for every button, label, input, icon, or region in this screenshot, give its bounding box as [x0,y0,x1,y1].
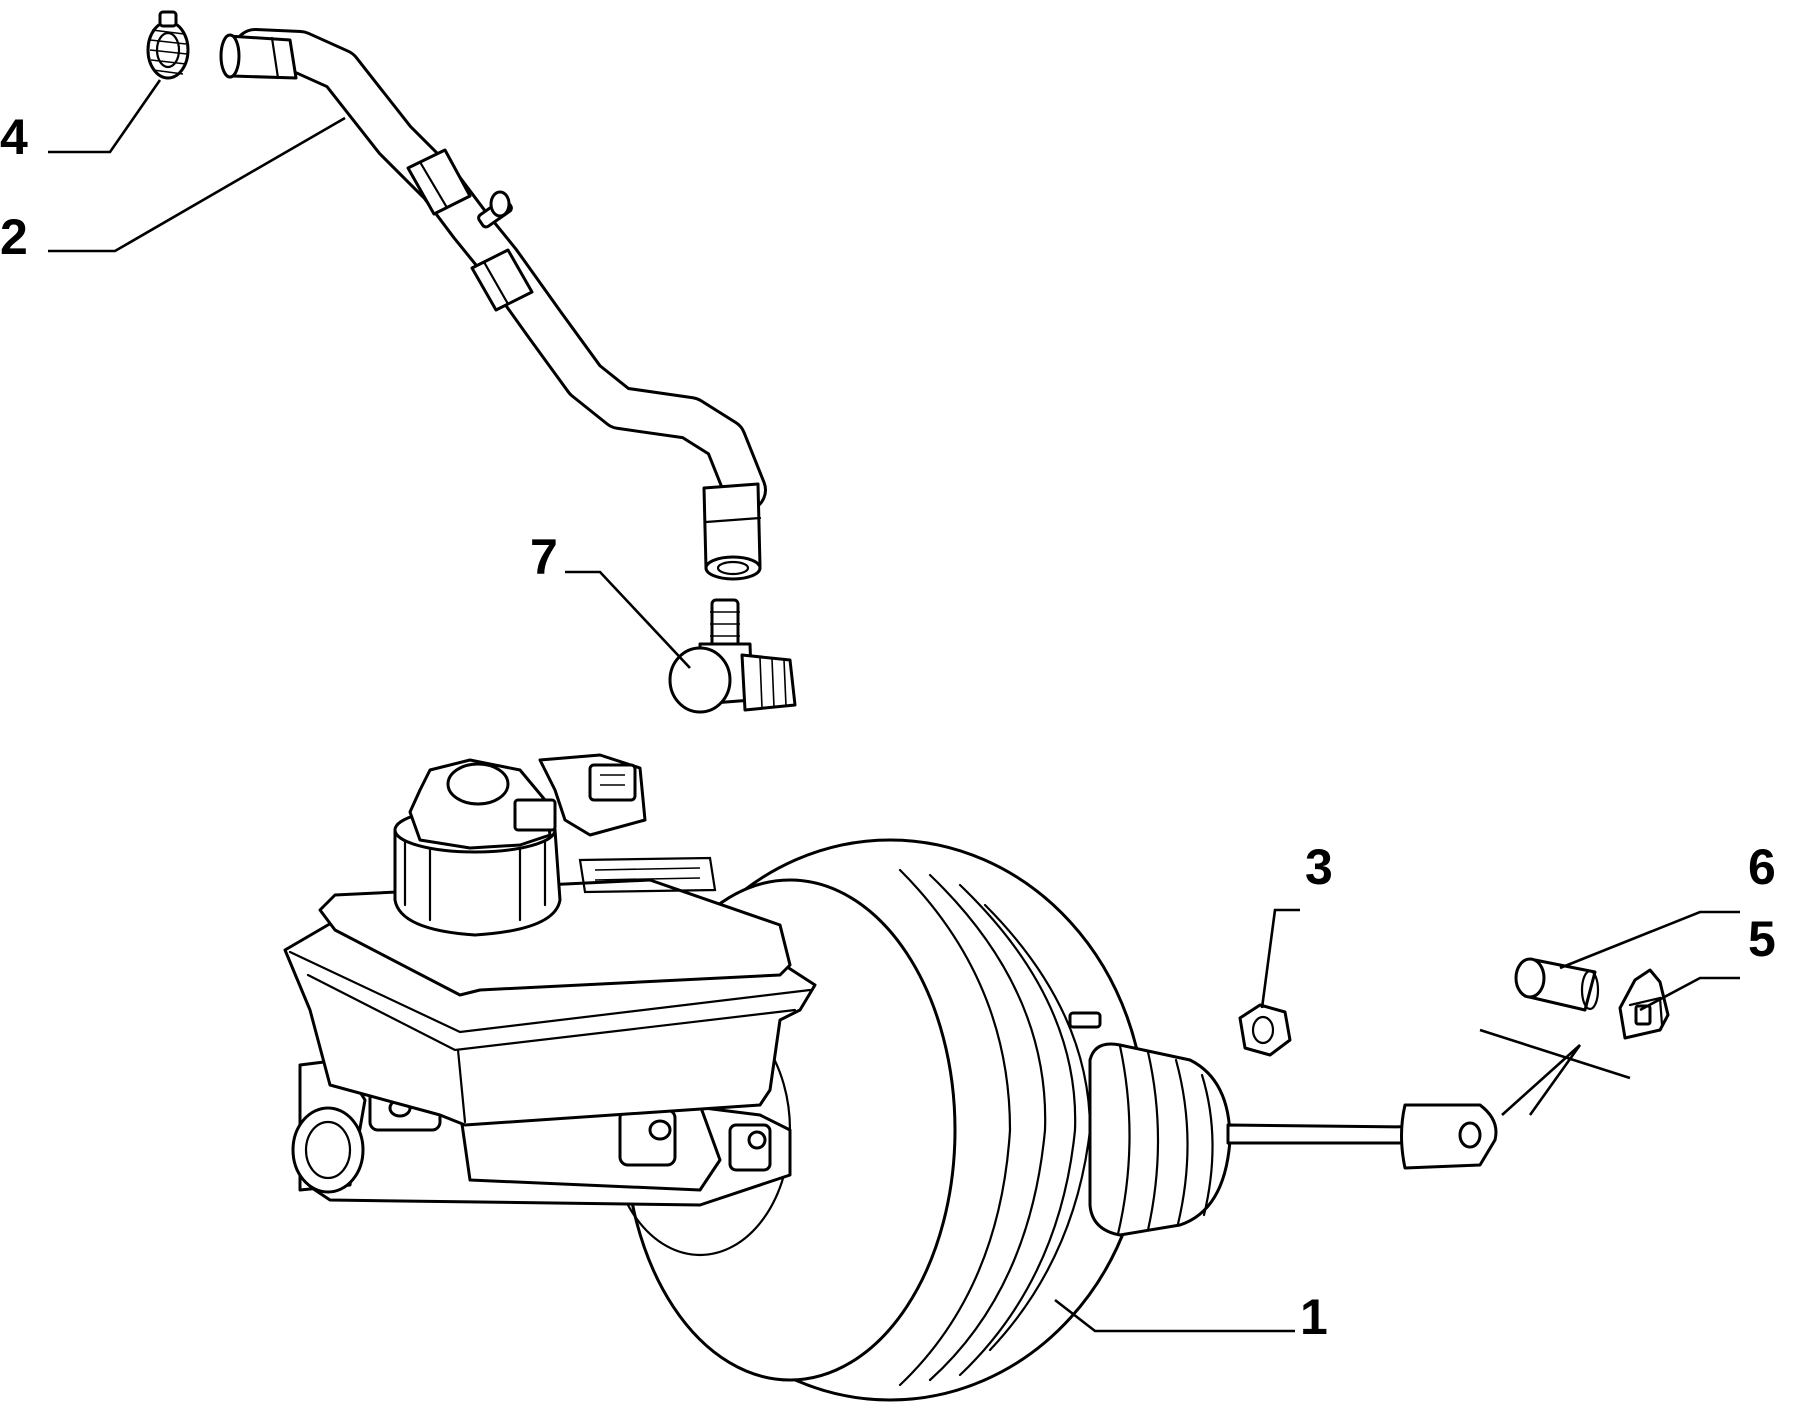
leader-lines [48,79,1740,1333]
part-5-retaining-clip [1618,968,1670,1040]
callout-3: 3 [1305,839,1333,895]
part-7-check-valve-fitting [668,598,797,714]
leader-5 [1639,976,1740,1012]
leader-4 [48,79,162,154]
part-4-hose-clamp [146,10,190,80]
leader-7 [565,570,691,669]
part-1-brake-booster-assembly [283,753,1498,1402]
callout-5: 5 [1748,911,1776,967]
callout-2: 2 [0,209,28,265]
part-3-nut [1238,1003,1292,1057]
leader-2 [48,116,346,253]
callout-7: 7 [530,529,558,585]
leader-1 [1054,1298,1295,1333]
leader-3 [1260,908,1300,1009]
callout-4: 4 [0,109,28,165]
part-6-clevis-pin [1514,957,1600,1012]
part-2-vacuum-hose [219,28,767,581]
assembly-pointer [1479,1028,1631,1116]
callout-1: 1 [1300,1289,1328,1345]
callout-6: 6 [1748,839,1776,895]
leader-6 [1559,910,1740,970]
